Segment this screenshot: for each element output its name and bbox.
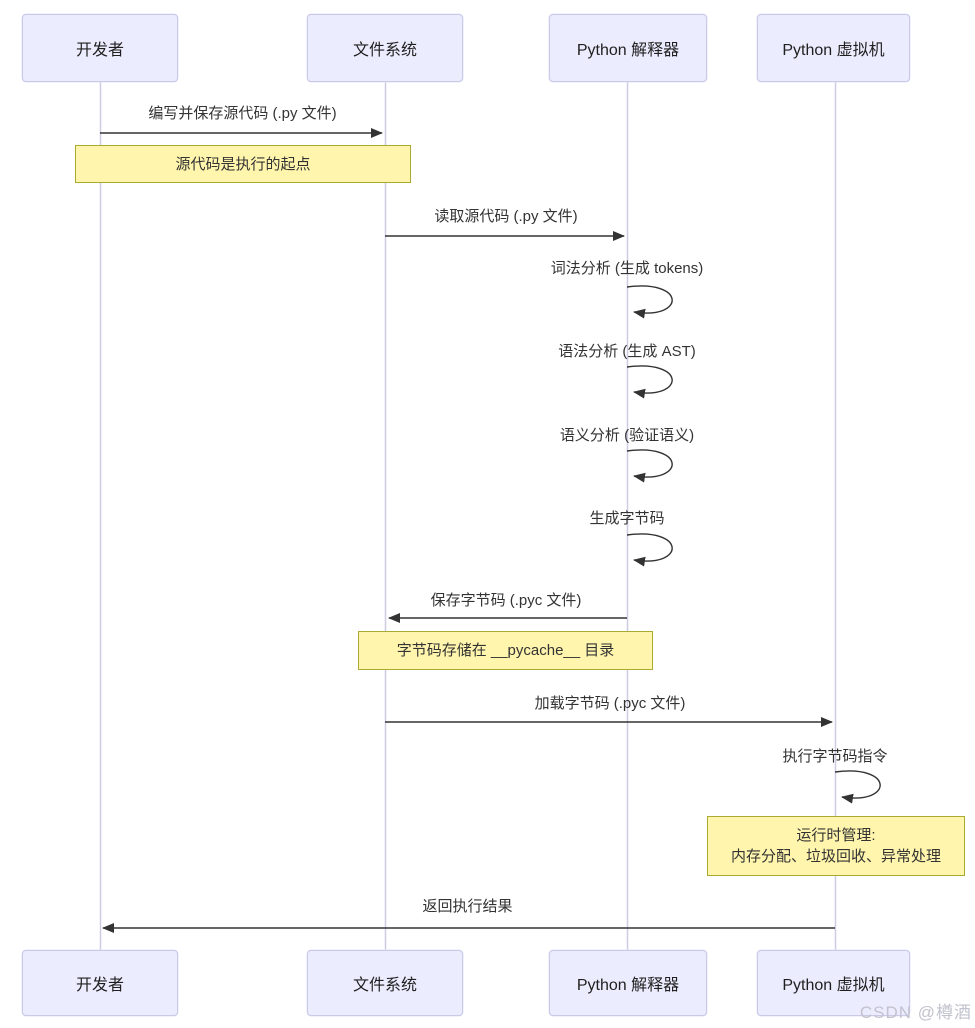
note-bytecode-pycache: 字节码存储在 __pycache__ 目录 xyxy=(358,631,653,670)
actor-filesystem-bottom: 文件系统 xyxy=(307,950,463,1016)
actor-vm-bottom: Python 虚拟机 xyxy=(757,950,910,1016)
message-lexical-analysis: 词法分析 (生成 tokens) xyxy=(550,260,704,277)
message-return-result: 返回执行结果 xyxy=(422,898,513,915)
selfloop-execute-bytecode xyxy=(834,770,881,804)
selfloop-syntax-analysis xyxy=(626,365,673,399)
actor-vm-top: Python 虚拟机 xyxy=(757,14,910,82)
selfloop-semantic-analysis xyxy=(626,449,673,483)
actor-interpreter-top: Python 解释器 xyxy=(549,14,707,82)
message-execute-bytecode: 执行字节码指令 xyxy=(782,748,888,765)
message-semantic-analysis: 语义分析 (验证语义) xyxy=(559,427,695,444)
note-runtime-line2: 内存分配、垃圾回收、异常处理 xyxy=(730,848,941,865)
message-save-bytecode: 保存字节码 (.pyc 文件) xyxy=(430,592,582,609)
note-runtime-line1: 运行时管理: xyxy=(796,827,876,844)
actor-filesystem-top: 文件系统 xyxy=(307,14,463,82)
selfloop-lexical-analysis xyxy=(626,285,673,319)
csdn-watermark: CSDN @樽酒 xyxy=(859,1003,972,1022)
message-write-save-source: 编写并保存源代码 (.py 文件) xyxy=(148,105,337,122)
message-read-source: 读取源代码 (.py 文件) xyxy=(434,208,578,225)
actor-developer-top: 开发者 xyxy=(22,14,178,82)
message-generate-bytecode: 生成字节码 xyxy=(589,510,665,527)
selfloop-generate-bytecode xyxy=(626,533,673,567)
actor-interpreter-bottom: Python 解释器 xyxy=(549,950,707,1016)
note-runtime-management: 运行时管理: 内存分配、垃圾回收、异常处理 xyxy=(707,816,965,876)
note-source-is-start: 源代码是执行的起点 xyxy=(75,145,411,183)
message-syntax-analysis: 语法分析 (生成 AST) xyxy=(558,343,696,360)
actor-developer-bottom: 开发者 xyxy=(22,950,178,1016)
message-load-bytecode: 加载字节码 (.pyc 文件) xyxy=(534,695,686,712)
